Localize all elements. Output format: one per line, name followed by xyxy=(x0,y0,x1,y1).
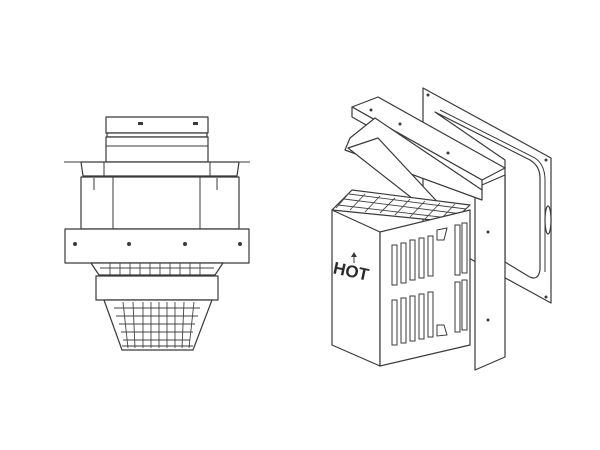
back-panel xyxy=(474,174,506,371)
hot-arrow-icon xyxy=(351,252,357,263)
duct-collar xyxy=(434,111,541,279)
terminal-body xyxy=(80,176,240,230)
guard-front-face xyxy=(379,209,471,367)
lower-wire-guard xyxy=(103,299,213,351)
guard-side-face xyxy=(331,209,381,367)
